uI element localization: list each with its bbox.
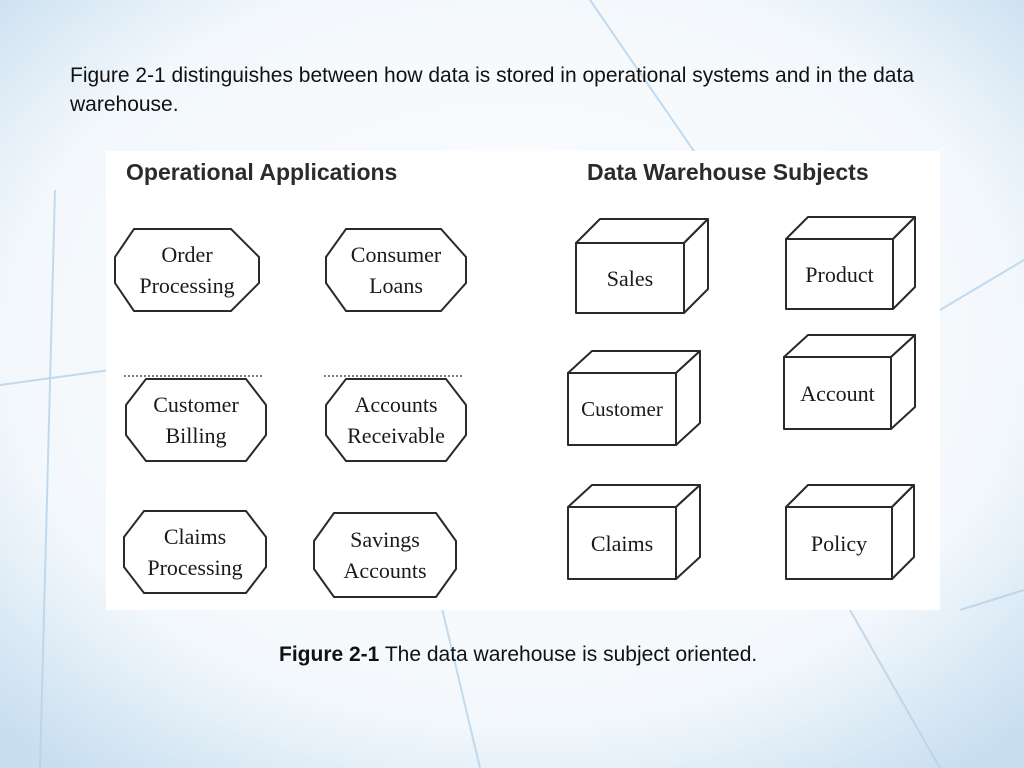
app-label-line: Receivable [347,423,445,448]
app-label-line: Billing [165,423,227,448]
subject-cube-product [785,216,916,310]
app-shape-customer-billing [125,378,267,462]
app-shape-savings-accounts [313,512,457,598]
subject-cube-policy [785,484,915,580]
app-label-line: Accounts [354,392,438,417]
app-shape-consumer-loans [325,228,467,312]
app-label-line: Savings [350,527,420,552]
app-label-line: Loans [369,273,423,298]
caption-label: Figure 2-1 [279,643,380,666]
diagram-panel: Operational Applications Data Warehouse … [106,151,940,610]
subject-label-customer: Customer [581,396,663,421]
app-label-line: Consumer [350,242,442,267]
app-label-savings-accounts: Savings Accounts [314,513,456,597]
app-label-line: Order [161,242,213,267]
subject-cube-sales [575,218,709,314]
app-label-line: Processing [147,555,243,580]
app-label-line: Claims [163,524,227,549]
data-warehouse-subjects-heading: Data Warehouse Subjects [587,159,869,185]
app-shape-accounts-receivable [325,378,467,462]
caption-text: The data warehouse is subject oriented. [379,643,758,666]
subject-label-product: Product [805,261,874,287]
operational-applications-heading: Operational Applications [126,159,398,185]
app-shape-claims-processing [123,510,267,594]
diagram-shapes [114,216,916,598]
intro-paragraph: Figure 2-1 distinguishes between how dat… [70,64,914,116]
app-label-line: Customer [153,392,239,417]
subject-label-sales: Sales [606,265,654,291]
app-label-line: Accounts [343,558,427,583]
subject-label-claims: Claims [590,530,654,556]
app-label-line: Processing [139,273,235,298]
figure-caption: Figure 2-1 The data warehouse is subject… [279,643,757,667]
app-label-consumer-loans: Consumer Loans [326,229,466,311]
subject-label-account: Account [800,380,875,406]
subject-cube-account [783,334,916,430]
app-label-customer-billing: Customer Billing [126,379,266,461]
subject-cube-claims [567,484,701,580]
app-label-claims-processing: Claims Processing [124,511,266,593]
app-label-order-processing: Order Processing [115,229,259,311]
subject-cube-customer [567,350,701,446]
app-label-accounts-receivable: Accounts Receivable [326,379,466,461]
app-shape-order-processing [114,228,260,312]
subject-label-policy: Policy [810,530,868,556]
